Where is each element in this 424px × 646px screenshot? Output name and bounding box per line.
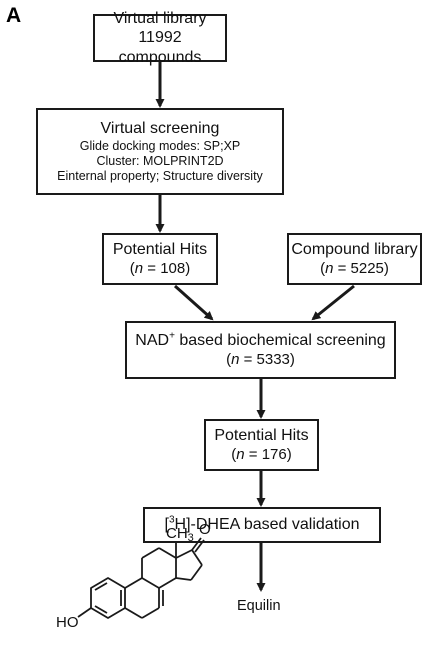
cluster-text: Cluster: MOLPRINT2D	[96, 153, 224, 168]
arrow-compound-library-to-nad	[311, 284, 355, 321]
arrow-hits-to-nad	[174, 284, 214, 321]
nad-screening-count: (n = 5333)	[226, 350, 295, 368]
potential-hits-count: (n = 108)	[129, 259, 191, 277]
nad-screening-title: NAD+ based biochemical screening	[135, 331, 386, 350]
panel-label: A	[6, 4, 22, 27]
virtual-library-box: Virtual library 11992 compounds	[93, 10, 227, 66]
virtual-library-count: 11992 compounds	[118, 29, 202, 66]
potential-hits-title-2: Potential Hits	[214, 427, 309, 445]
dhea-validation-box: [3H]-DHEA based validation	[143, 507, 381, 543]
virtual-screening-title: Virtual screening	[100, 120, 220, 138]
virtual-library-title: Virtual library	[113, 10, 207, 28]
methyl-label: CH3	[166, 525, 194, 544]
compound-library-box: Compound library (n = 5225)	[287, 233, 422, 285]
potential-hits-176-box: Potential Hits (n = 176)	[204, 419, 319, 471]
compound-library-title: Compound library	[291, 241, 418, 259]
potential-hits-title: Potential Hits	[112, 241, 208, 259]
dhea-validation-title: [3H]-DHEA based validation	[164, 515, 360, 534]
nad-screening-box: NAD+ based biochemical screening (n = 53…	[125, 321, 396, 379]
ketone-oxygen-label: O	[199, 521, 211, 538]
hydroxyl-label: HO	[56, 614, 79, 631]
virtual-screening-box: Virtual screening Glide docking modes: S…	[36, 108, 284, 195]
compound-library-count: (n = 5225)	[320, 259, 389, 277]
property-text: Einternal property; Structure diversity	[57, 168, 263, 183]
glide-docking-text: Glide docking modes: SP;XP	[79, 138, 241, 153]
potential-hits-count-2: (n = 176)	[231, 445, 292, 463]
potential-hits-108-box: Potential Hits (n = 108)	[102, 233, 218, 285]
equilin-label: Equilin	[237, 598, 281, 614]
